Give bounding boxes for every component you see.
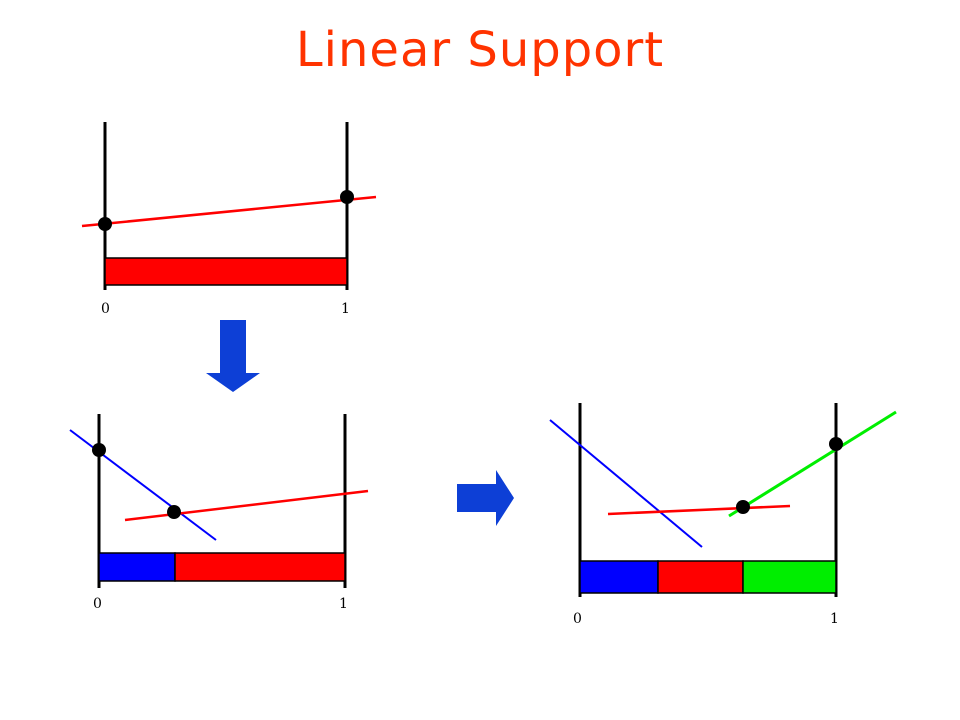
point-right (340, 190, 354, 204)
bar-segment-red (104, 257, 348, 286)
point-right (829, 437, 843, 451)
panel-bottom-right: 0 1 (549, 403, 897, 627)
point-intersection (736, 500, 750, 514)
red-line (81, 195, 377, 228)
bar-segment-blue (579, 560, 659, 594)
tick-label-left: 0 (573, 611, 582, 627)
red-line (607, 504, 791, 516)
bar-segment-red (174, 552, 346, 582)
bar-segment-blue (98, 552, 176, 582)
green-line (728, 410, 897, 518)
tick-label-right: 1 (830, 611, 839, 627)
arrow-right-icon (457, 470, 514, 526)
tick-label-right: 1 (341, 301, 350, 317)
panel-bottom-left: 0 1 (69, 414, 369, 612)
blue-line (69, 429, 217, 541)
point-intersection (167, 505, 181, 519)
arrow-down-icon (206, 320, 260, 392)
panel-top: 0 1 (81, 122, 377, 317)
slide-title: Linear Support (295, 22, 665, 78)
red-line (124, 489, 369, 522)
bar-segment-green (742, 560, 837, 594)
tick-label-right: 1 (339, 596, 348, 612)
blue-line (549, 419, 703, 548)
bar-segment-red (657, 560, 744, 594)
tick-label-left: 0 (101, 301, 110, 317)
point-left (92, 443, 106, 457)
tick-label-left: 0 (93, 596, 102, 612)
point-left (98, 217, 112, 231)
